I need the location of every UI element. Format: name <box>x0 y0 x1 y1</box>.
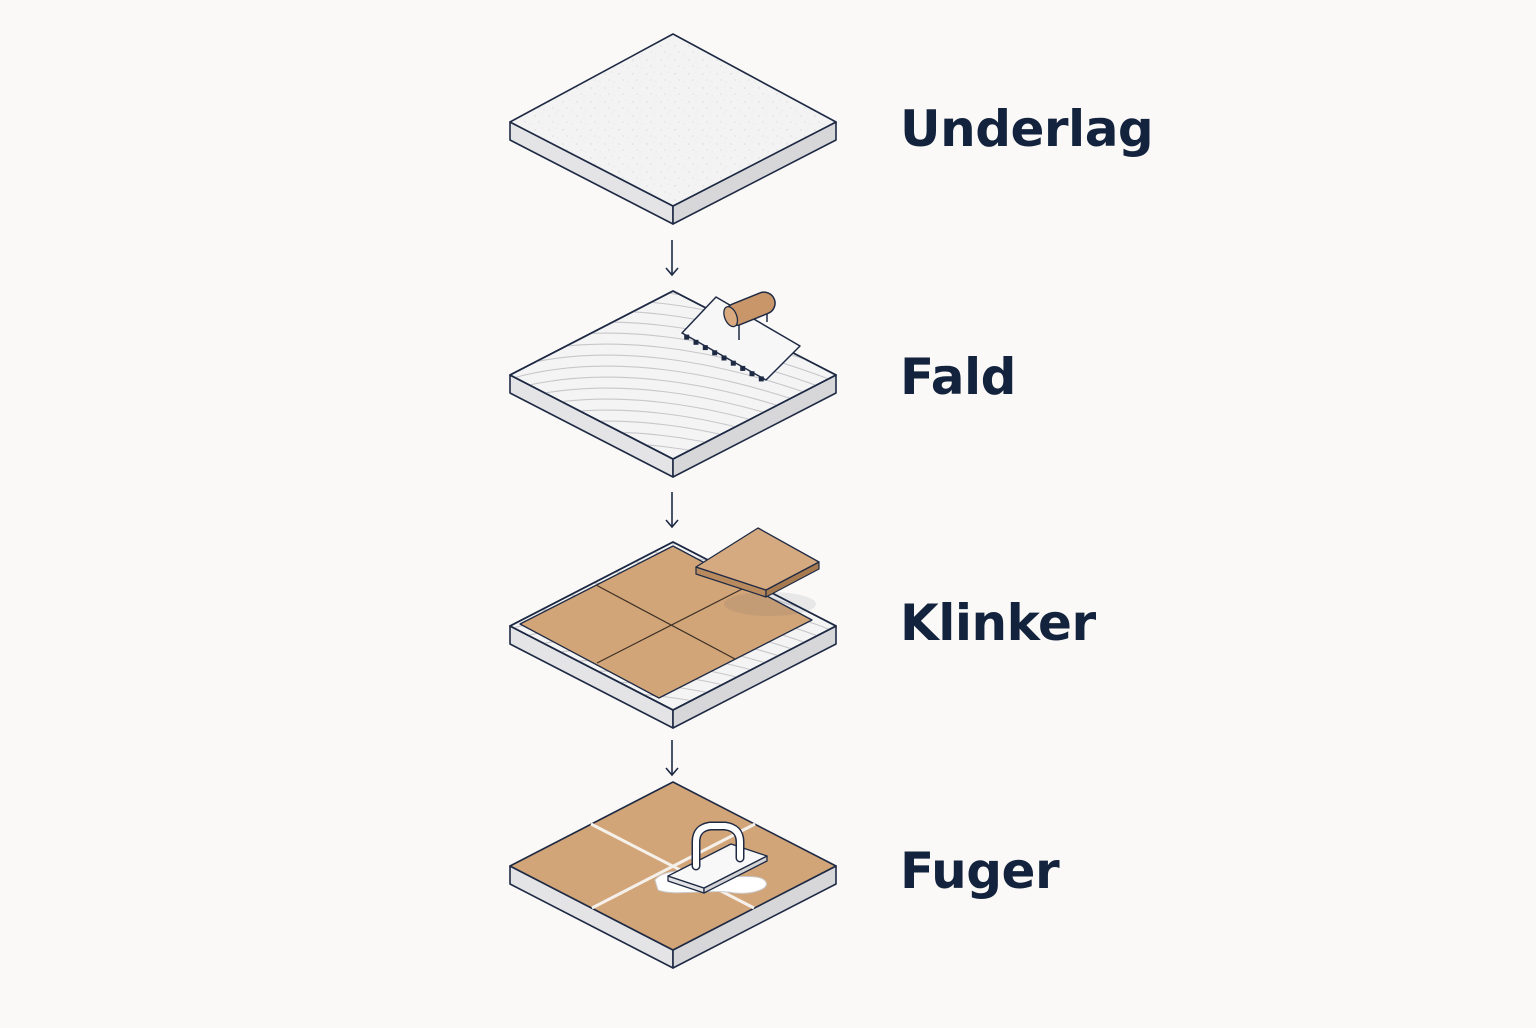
grout-float-icon <box>654 821 768 894</box>
trowel-notch <box>712 350 718 356</box>
grouted-slab-icon <box>509 781 837 969</box>
trowel-notch <box>721 355 727 361</box>
trowel-notch <box>684 334 690 340</box>
comb-line <box>480 487 880 554</box>
comb-line <box>480 465 880 532</box>
comb-line <box>480 726 880 793</box>
trowel-notch <box>749 371 755 377</box>
arrow-down-icon <box>665 240 679 277</box>
step-label-underlag: Underlag <box>900 100 1154 158</box>
step-label-fald: Fald <box>900 348 1016 406</box>
tile-icon <box>695 527 820 598</box>
trowel-notch <box>693 339 699 345</box>
trowel-notch <box>740 365 746 371</box>
sloped-bed-slab-icon <box>480 290 880 554</box>
tile-laying-slab-icon <box>480 541 880 793</box>
substrate-slab-icon <box>509 33 837 225</box>
comb-line <box>480 476 880 543</box>
trowel-notch <box>730 360 736 366</box>
trowel-notch <box>702 345 708 351</box>
arrow-down-icon <box>665 740 679 777</box>
notched-trowel-icon <box>681 291 801 382</box>
step-label-klinker: Klinker <box>900 594 1096 652</box>
arrow-down-icon <box>665 492 679 529</box>
step-label-fuger: Fuger <box>900 842 1060 900</box>
trowel-notch <box>758 376 764 382</box>
